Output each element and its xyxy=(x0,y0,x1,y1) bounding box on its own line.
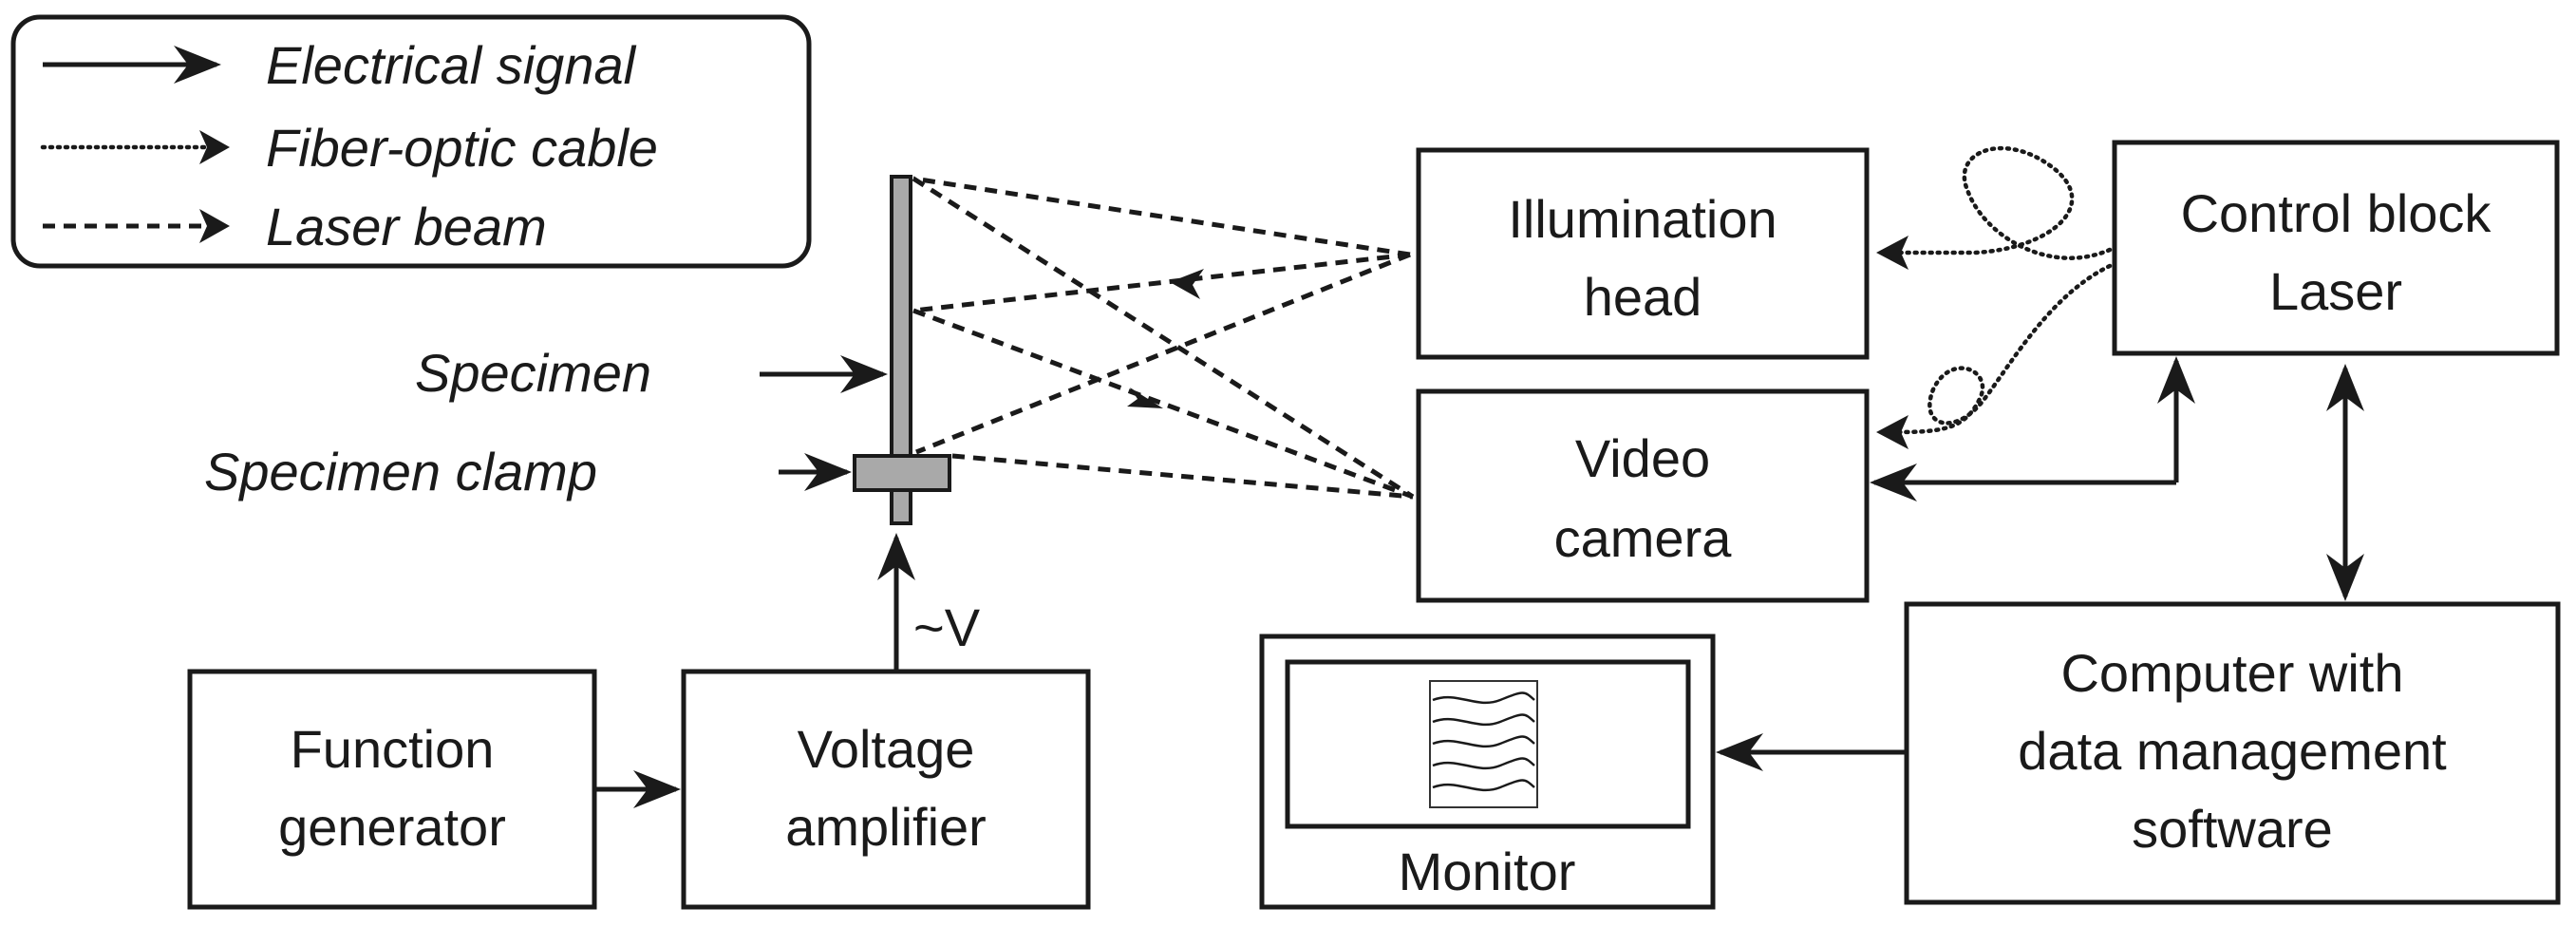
control-block-label-line1: Control block xyxy=(2181,183,2492,243)
laser-beam-arrowhead xyxy=(1127,388,1163,408)
computer-box: Computer with data management software xyxy=(1904,601,2561,905)
specimen-clamp-label: Specimen clamp xyxy=(204,442,597,501)
computer-label-line2: data management xyxy=(2018,721,2447,781)
voltage-label: ~V xyxy=(913,597,981,657)
laser-beam-arrowhead xyxy=(1170,269,1204,299)
control-block-box: Control block Laser xyxy=(2112,140,2560,356)
function-generator-label-line1: Function xyxy=(291,719,495,779)
illumination-head-label-line1: Illumination xyxy=(1508,189,1777,249)
legend-item-laser-beam: Laser beam xyxy=(43,197,547,256)
laser-beam xyxy=(912,308,1414,500)
laser-beams xyxy=(912,176,1415,500)
electrical-connections: ~V xyxy=(594,356,2364,808)
laser-beam xyxy=(912,176,1411,257)
video-camera-label-line1: Video xyxy=(1575,428,1710,488)
fiber-cable-camera xyxy=(1894,263,2113,435)
illumination-head-box: Illumination head xyxy=(1416,147,1870,360)
legend-fiber-arrowhead xyxy=(199,130,230,164)
control-block-frame xyxy=(2112,140,2560,356)
legend-item-electrical-signal: Electrical signal xyxy=(43,35,637,95)
legend-electrical-signal-label: Electrical signal xyxy=(266,35,637,95)
control-block-label-line2: Laser xyxy=(2269,261,2402,321)
video-camera-label-line2: camera xyxy=(1554,508,1733,568)
function-generator-frame xyxy=(187,669,597,910)
illumination-head-frame xyxy=(1416,147,1870,360)
laser-beam xyxy=(912,176,1415,500)
specimen xyxy=(890,175,912,525)
function-generator-box: Function generator xyxy=(187,669,597,910)
legend: Electrical signal Fiber-optic cable Lase… xyxy=(10,14,812,269)
legend-laser-beam-label: Laser beam xyxy=(266,197,547,256)
fiber-arrowhead-illumination xyxy=(1876,236,1908,270)
computer-label-line3: software xyxy=(2132,799,2333,859)
specimen-label: Specimen xyxy=(415,343,651,403)
legend-laser-arrowhead xyxy=(199,209,230,243)
video-camera-box: Video camera xyxy=(1416,388,1870,603)
laser-beam xyxy=(951,453,1414,500)
fiber-arrowhead-camera xyxy=(1876,415,1908,449)
voltage-amplifier-label-line2: amplifier xyxy=(785,797,987,857)
fiber-optic-cables xyxy=(1876,145,2113,449)
fiber-cable-illumination xyxy=(1894,145,2113,260)
computer-label-line1: Computer with xyxy=(2060,643,2403,703)
function-generator-label-line2: generator xyxy=(278,797,506,857)
monitor-label: Monitor xyxy=(1399,842,1576,901)
waveform-lines xyxy=(1432,691,1535,792)
laser-beam xyxy=(915,252,1411,455)
voltage-amplifier-frame xyxy=(681,669,1091,910)
legend-item-fiber-optic-cable: Fiber-optic cable xyxy=(40,118,658,178)
laser-beam xyxy=(912,252,1411,313)
voltage-amplifier-box: Voltage amplifier xyxy=(681,669,1091,910)
monitor-box: Monitor xyxy=(1259,634,1716,910)
video-camera-frame xyxy=(1416,388,1870,603)
specimen-clamp xyxy=(853,454,951,492)
waveform-icon xyxy=(1429,680,1538,808)
specimen-assembly xyxy=(853,175,951,525)
legend-fiber-optic-cable-label: Fiber-optic cable xyxy=(266,118,658,178)
illumination-head-label-line2: head xyxy=(1584,267,1702,327)
voltage-amplifier-label-line1: Voltage xyxy=(798,719,975,779)
